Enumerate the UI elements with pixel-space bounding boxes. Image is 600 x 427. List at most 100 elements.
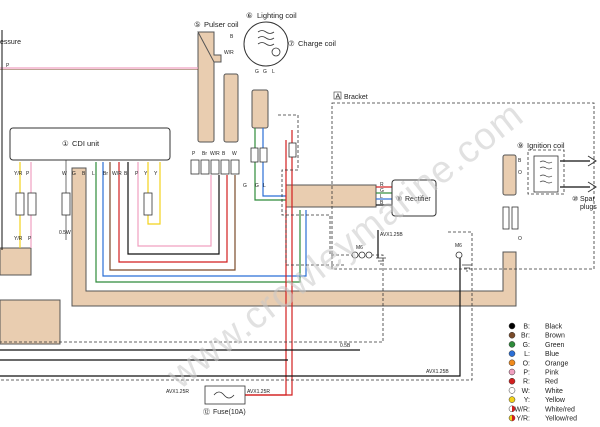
legend-name: Green: [545, 342, 565, 349]
cdi-pin-label: B: [124, 171, 128, 177]
cdi-pin-label: W: [62, 171, 67, 177]
pressure-fragment-label: essure: [0, 39, 21, 46]
ignition-coil: ⑨ Ignition coil ⑩ Spar plugs B O O: [517, 141, 597, 242]
conn-cdi-w: [61, 192, 71, 216]
harness-main: [71, 167, 517, 307]
legend-name: Pink: [545, 370, 559, 377]
legend-item: G: Green: [508, 341, 565, 349]
connectors: [15, 142, 519, 230]
pink-wire-label: P: [6, 63, 10, 69]
spark-plugs-label-2: plugs: [580, 204, 597, 211]
cdi-pin-label: W/R: [112, 171, 122, 177]
conn-cdi-left1: [15, 192, 25, 216]
legend-item: Y:Yellow: [508, 396, 566, 404]
legend-swatch: [508, 350, 516, 357]
ign-b-label: B: [518, 158, 522, 164]
wire-green-coil: [254, 128, 286, 201]
watermark-text: www.crowleymarine.com: [159, 94, 532, 398]
wire-cdi-p: [137, 162, 212, 247]
w05-label: 0.5W: [59, 230, 71, 236]
coil-l2-label: L: [263, 183, 266, 189]
dashed-harness-route: [0, 114, 384, 343]
harness-bundles: [0, 31, 517, 345]
legend-name: Red: [545, 379, 558, 386]
legend-swatch: [508, 387, 516, 394]
cdi-pin-label: B: [82, 171, 86, 177]
left-yr-label: Y/R: [14, 236, 23, 242]
wire-cdi-g: [95, 162, 301, 283]
left-p-label: P: [28, 236, 32, 242]
legend-code: Y:: [524, 397, 530, 404]
legend-name: Orange: [545, 360, 568, 367]
cdi-pin-label: G: [72, 171, 76, 177]
wire-cdi-wr: [118, 162, 228, 263]
rectifier: ⑧ Rectifier R G L B AVX1.25B: [380, 179, 437, 238]
ignition-coil-winding: [539, 160, 553, 184]
lighting-coil-label: Lighting coil: [257, 11, 297, 20]
legend-swatch: [508, 341, 516, 348]
conn-ign-1: [502, 206, 510, 230]
rectifier-label: Rectifier: [405, 196, 431, 203]
harness-rectifier-conn: [285, 184, 377, 208]
legend-swatch-stripe: [512, 405, 515, 412]
harness-charge: [251, 89, 269, 129]
legend-name: Brown: [545, 333, 565, 340]
dashed-m6-route: [0, 231, 473, 381]
lighting-coil-b-label: B: [230, 34, 234, 40]
conn-pulser-2: [200, 159, 210, 175]
lighting-coil-rotor: [271, 47, 281, 57]
charge-coil-label: Charge coil: [298, 39, 336, 48]
legend-name: Black: [545, 324, 563, 331]
fuse-label: Fuse(10A): [213, 409, 246, 416]
rect-avx-label: AVX1.25B: [380, 232, 403, 238]
rect-g-label: G: [380, 188, 384, 194]
ign-o-label: O: [518, 170, 522, 176]
color-legend: B:BlackBr:BrownG:GreenL:BlueO:OrangeP:Pi…: [508, 322, 577, 423]
conn-cdi-y: [143, 192, 153, 216]
ign-o2-label: O: [518, 236, 522, 242]
legend-code: P:: [523, 370, 530, 377]
dashed-outlines: [0, 102, 595, 381]
coil-g1-label: G: [255, 69, 259, 75]
harness-pulser-top: [197, 31, 222, 63]
legend-swatch: [508, 359, 516, 367]
fuse-right-label: AVX1.25R: [247, 389, 270, 395]
wire-cdi-b: [127, 162, 220, 255]
rectifier-box: [391, 179, 437, 217]
bracket-letter: A: [336, 94, 341, 101]
legend-code: R:: [523, 379, 530, 386]
cdi-pin-label: Y/R: [14, 171, 23, 177]
conn-pulser-4: [220, 159, 230, 175]
lighting-coil-wr-label: W/R: [224, 50, 234, 56]
conn-coil-1: [250, 147, 259, 163]
harness-bottom-left-block: [0, 299, 61, 345]
wire-black-bottom3: [0, 258, 461, 377]
legend-code: O:: [523, 360, 530, 367]
legend-code: W:: [522, 388, 530, 395]
spark-plug-arrow-1: [587, 155, 597, 167]
legend-item: R: Red: [508, 377, 558, 386]
legend-item: L:Blue: [508, 350, 559, 358]
harness-ignition: [502, 154, 517, 196]
spark-plug-arrow-2: [587, 181, 597, 193]
legend-name: White: [545, 388, 563, 395]
bracket-letter-box: [333, 91, 342, 100]
m6-terminal-1: [351, 251, 359, 259]
pulser-pin-label: W/R: [210, 151, 220, 157]
wire-red-fuse-right: [245, 140, 287, 396]
fuse-left-label: AVX1.25R: [166, 389, 189, 395]
legend-code: G:: [523, 342, 530, 349]
cdi-unit-label: CDI unit: [72, 139, 100, 148]
fuse: ⑫ Fuse(10A) AVX1.25R AVX1.25R: [166, 385, 270, 416]
wires: [0, 30, 590, 396]
bottom-05b-label: 0.5B: [340, 343, 351, 349]
lighting-coil-winding: [257, 30, 275, 46]
rect-r-label: R: [380, 182, 384, 188]
conn-pulser-3: [210, 159, 220, 175]
legend-name: Blue: [545, 351, 559, 358]
dashed-ignition-box: [527, 149, 565, 195]
